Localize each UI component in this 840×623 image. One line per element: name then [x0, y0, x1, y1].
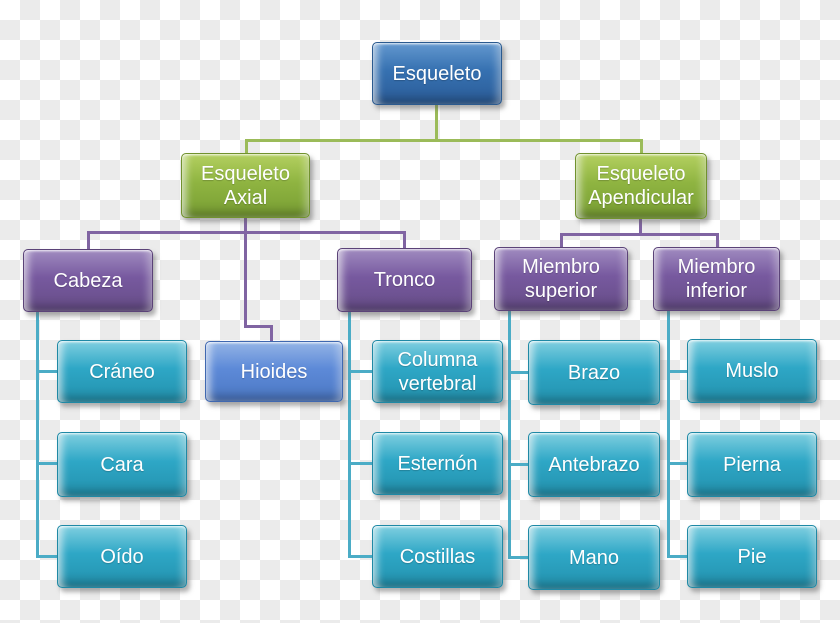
connector-tronco-to-columna	[348, 370, 372, 373]
connector-apendicular-to-minf	[716, 233, 719, 248]
node-oido: Oído	[57, 525, 187, 588]
connector-tronco-to-costillas	[348, 555, 372, 558]
connector-tronco-to-esternon	[348, 462, 372, 465]
connector-minf-to-pierna	[667, 462, 687, 465]
connector-axial-cross	[87, 231, 406, 234]
node-cabeza: Cabeza	[23, 249, 153, 312]
connector-msup-to-brazo	[508, 371, 528, 374]
connector-cabeza-to-oido	[36, 555, 57, 558]
connector-apendicular-stem	[639, 219, 642, 236]
connector-axial-stem	[244, 218, 247, 328]
node-esternon: Esternón	[372, 432, 503, 495]
node-hioides: Hioides	[205, 341, 343, 402]
node-miembro-inferior: Miembro inferior	[653, 247, 780, 311]
node-esqueleto: Esqueleto	[372, 42, 502, 105]
node-pie: Pie	[687, 525, 817, 588]
connector-minf-to-muslo	[667, 370, 687, 373]
connector-cabeza-to-cara	[36, 462, 57, 465]
connector-axial-to-hioides-elbow	[244, 325, 273, 328]
node-antebrazo: Antebrazo	[528, 432, 660, 497]
connector-root-to-apendicular	[640, 139, 643, 154]
node-miembro-superior: Miembro superior	[494, 247, 628, 311]
node-costillas: Costillas	[372, 525, 503, 588]
node-muslo: Muslo	[687, 339, 817, 403]
node-cara: Cara	[57, 432, 187, 497]
connector-apendicular-to-msup	[560, 233, 563, 248]
node-esqueleto-axial: Esqueleto Axial	[181, 153, 310, 218]
connector-cabeza-to-craneo	[36, 370, 57, 373]
connector-root-to-axial	[245, 139, 248, 154]
node-columna-vertebral: Columna vertebral	[372, 340, 503, 403]
connector-root-cross	[245, 139, 643, 142]
connector-cabeza-rail	[36, 312, 39, 558]
connector-axial-to-hioides	[270, 325, 273, 342]
connector-axial-to-tronco	[403, 231, 406, 248]
node-tronco: Tronco	[337, 248, 472, 312]
node-esqueleto-apendicular: Esqueleto Apendicular	[575, 153, 707, 219]
node-brazo: Brazo	[528, 340, 660, 405]
node-mano: Mano	[528, 525, 660, 590]
node-craneo: Cráneo	[57, 340, 187, 403]
connector-minf-to-pie	[667, 555, 687, 558]
connector-msup-rail	[508, 311, 511, 558]
connector-msup-to-mano	[508, 556, 528, 559]
connector-tronco-rail	[348, 312, 351, 558]
connector-minf-rail	[667, 311, 670, 557]
connector-axial-to-cabeza	[87, 231, 90, 249]
connector-root-stem	[435, 105, 438, 142]
connector-msup-to-antebrazo	[508, 463, 528, 466]
connector-apendicular-cross	[560, 233, 719, 236]
node-pierna: Pierna	[687, 432, 817, 497]
